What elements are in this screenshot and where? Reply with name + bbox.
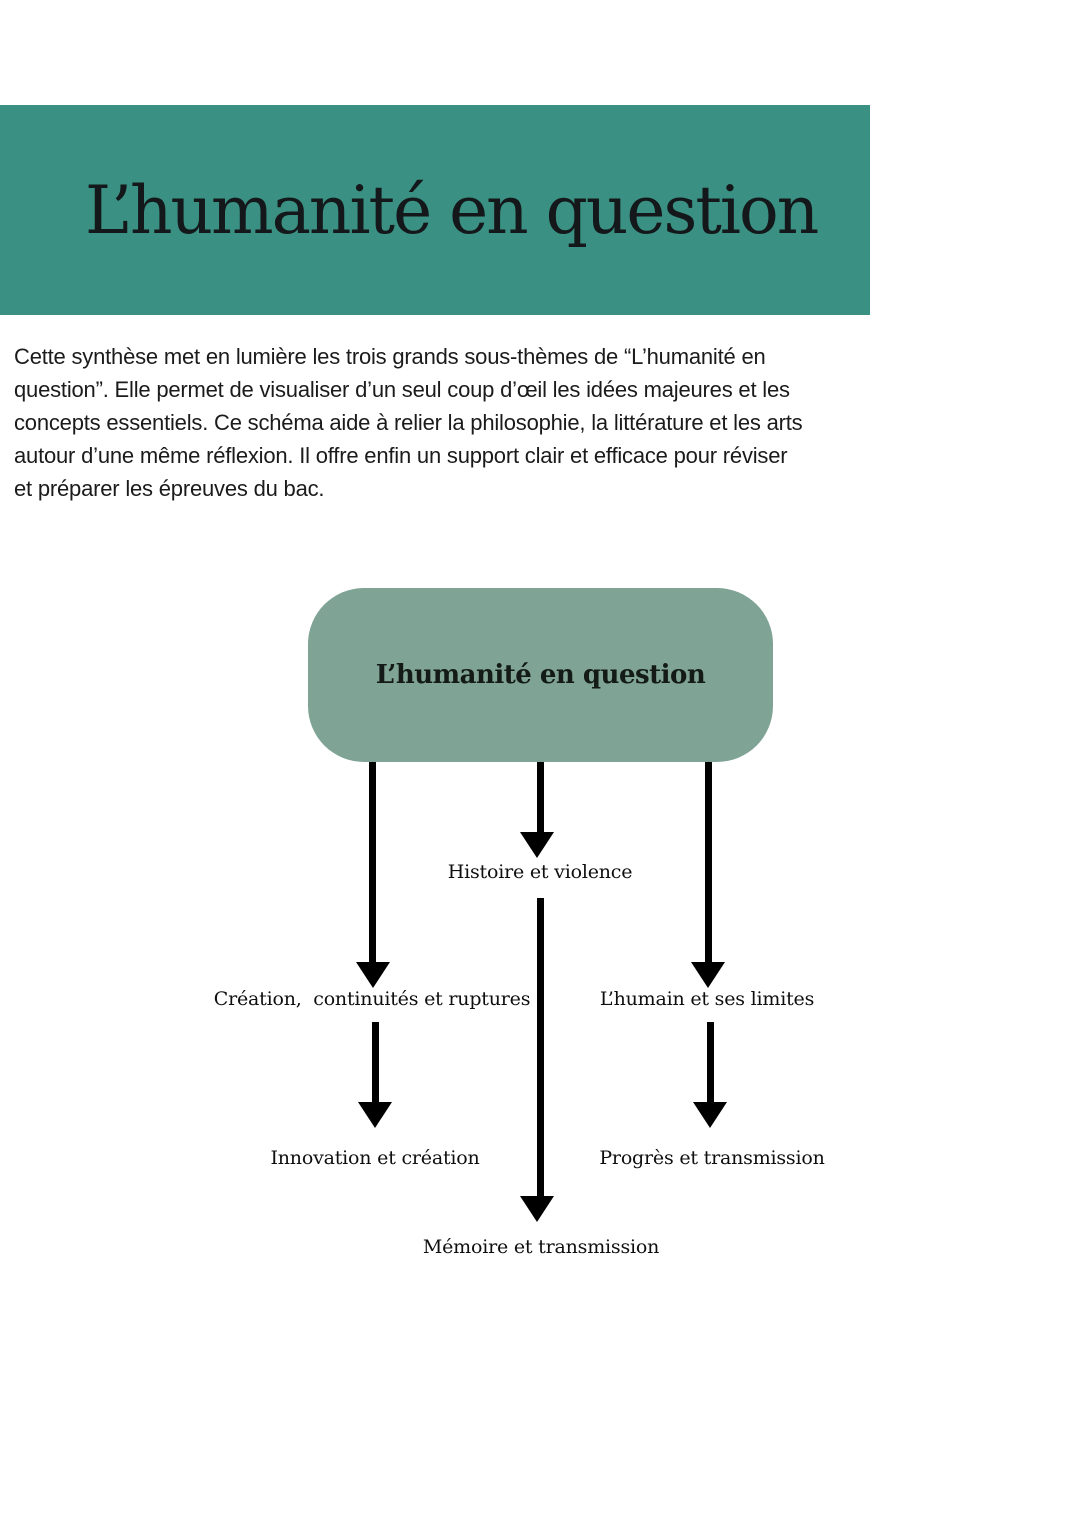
arrow-head-icon	[358, 1102, 392, 1128]
arrow-stem-innovation	[372, 1022, 379, 1104]
node-label-humain: L’humain et ses limites	[599, 988, 815, 1010]
intro-line: concepts essentiels. Ce schéma aide à re…	[14, 410, 803, 435]
arrow-head-icon	[693, 1102, 727, 1128]
arrow-head-icon	[356, 962, 390, 988]
node-label-progres: Progrès et transmission	[599, 1147, 825, 1169]
arrow-head-icon	[520, 832, 554, 858]
arrow-head-icon	[691, 962, 725, 988]
arrow-stem-histoire	[537, 762, 544, 834]
page-title: L’humanité en question	[85, 171, 819, 249]
root-node: L’humanité en question	[308, 588, 773, 762]
root-node-label: L’humanité en question	[375, 660, 706, 690]
intro-paragraph: Cette synthèse met en lumière les trois …	[14, 340, 914, 505]
node-label-innovation: Innovation et création	[270, 1147, 480, 1169]
intro-line: autour d’une même réflexion. Il offre en…	[14, 443, 788, 468]
arrow-head-icon	[520, 1196, 554, 1222]
arrow-stem-memoire	[537, 898, 544, 1198]
arrow-stem-humain	[705, 762, 712, 964]
intro-line: question”. Elle permet de visualiser d’u…	[14, 377, 790, 402]
node-label-histoire: Histoire et violence	[447, 861, 633, 883]
node-label-memoire: Mémoire et transmission	[422, 1236, 660, 1258]
arrow-stem-progres	[707, 1022, 714, 1104]
arrow-stem-creation	[369, 762, 376, 964]
header-banner: L’humanité en question	[0, 105, 870, 315]
intro-line: Cette synthèse met en lumière les trois …	[14, 344, 766, 369]
intro-line: et préparer les épreuves du bac.	[14, 476, 325, 501]
node-label-creation: Création, continuités et ruptures	[213, 988, 531, 1010]
